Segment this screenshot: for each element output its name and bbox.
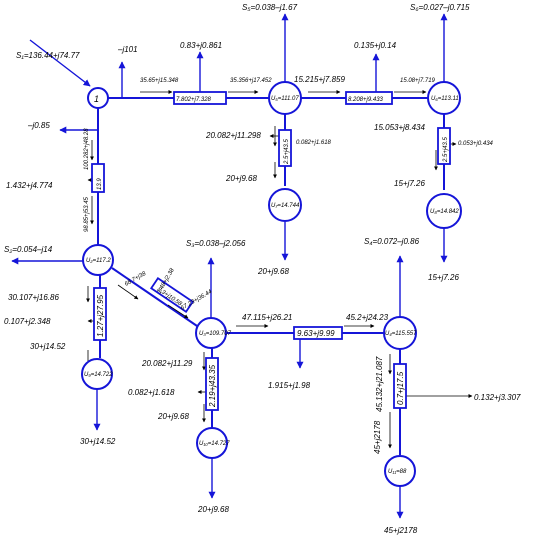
- s3-label: S₃=0.038–j2.056: [186, 239, 246, 248]
- flow-f29: 1.915+j1.98: [268, 381, 311, 390]
- flow-f17: 0.053+j0.434: [458, 141, 494, 147]
- flow-f37: 45+j2178: [384, 526, 418, 535]
- node-5: [268, 81, 302, 115]
- impedance-box-3-4: [293, 326, 343, 340]
- flow-f23: 30.107+j16.86: [8, 293, 59, 302]
- flow-f28: 45.2+j24.23: [346, 313, 389, 322]
- node-10-label: U₁₀=14.727: [199, 441, 230, 447]
- f22-arrow: [167, 304, 189, 319]
- node-11-label: U₁₁=88: [388, 469, 407, 475]
- node-3: [195, 317, 227, 349]
- flow-f25: 30+j14.52: [30, 342, 66, 351]
- s5-label: S₅=0.038–j1.67: [242, 3, 298, 12]
- flow-f24: 0.107+j2.348: [4, 317, 51, 326]
- s1-arrow: [29, 39, 91, 87]
- impedance-box-3-10: [205, 357, 219, 411]
- node-4: [383, 316, 417, 350]
- impedance-label-6-8: 2.5+j43.5: [443, 136, 449, 163]
- node-10: [196, 427, 228, 459]
- flow-f34: 45.132+j21.087: [375, 356, 384, 412]
- impedance-box-2-3: [149, 277, 195, 313]
- flow-f15: 20+j9.68: [257, 267, 289, 276]
- flow-f3: 35.65+j15.348: [140, 78, 179, 84]
- node-6: [427, 81, 461, 115]
- flow-f4: 35.356+j17.452: [230, 78, 272, 84]
- node-7: [268, 188, 302, 222]
- flow-f19: 15+j7.26: [428, 273, 459, 282]
- flow-f7: 15.08+j7.719: [400, 78, 436, 84]
- node-6-label: U₆=113.11: [431, 96, 459, 102]
- node-8: [426, 193, 462, 229]
- impedance-box-5-6: [345, 91, 393, 105]
- node-9: [81, 358, 113, 390]
- impedance-box-2-9: [93, 287, 107, 341]
- node-9-label: U₉=14.722: [84, 372, 113, 378]
- impedance-label-5-7: 2.5+j43.5: [284, 138, 290, 165]
- flow-f35: 0.132+j3.307: [474, 393, 521, 402]
- f20-arrow: [117, 284, 139, 300]
- impedance-box-1-5: [173, 91, 227, 105]
- flow-f18: 15+j7.26: [394, 179, 425, 188]
- impedance-label-4-11: 0.7+j17.5: [396, 371, 405, 405]
- node-7-label: U₇=14.744: [271, 203, 300, 209]
- impedance-box-5-7: [278, 129, 292, 167]
- flow-f33: 20+j9.68: [197, 505, 229, 514]
- node-8-label: U₈=14.842: [430, 209, 459, 215]
- flow-f2: 0.83+j0.861: [180, 41, 222, 50]
- impedance-box-6-8: [437, 127, 451, 165]
- impedance-label-3-10: 2.19+j43.35: [208, 364, 217, 408]
- node-1-label: 1: [94, 94, 99, 104]
- node-1: [87, 87, 109, 109]
- flow-f31: 0.082+j1.618: [128, 388, 175, 397]
- impedance-label-1-5: 7.802+j7.328: [176, 97, 212, 103]
- flow-f36: 45+j2178: [373, 420, 382, 454]
- s6-label: S₆=0.027–j0.715: [410, 3, 470, 12]
- flow-f26: 30+j14.52: [80, 437, 116, 446]
- flow-f10: 1.432+j4.774: [6, 181, 53, 190]
- impedance-box-4-11: [393, 363, 407, 409]
- impedance-label-3-4: 9.63+j9.99: [297, 329, 335, 338]
- impedance-box-1-2: [91, 163, 105, 193]
- flow-f30: 20.082+j11.29: [141, 359, 193, 368]
- flow-f9: 100.282+j48.28: [84, 128, 90, 170]
- flow-f32: 20+j9.68: [157, 412, 189, 421]
- node-2: [82, 244, 114, 276]
- flow-f27: 47.115+j26.21: [242, 313, 292, 322]
- impedance-label-2-9: 1.27+j27.95: [96, 294, 105, 337]
- s2-label: S₂=0.054–j14: [4, 245, 53, 254]
- node-5-label: U₅=111.07: [271, 96, 299, 102]
- node-11: [384, 455, 416, 487]
- flow-f13: 0.082+j1.618: [296, 140, 332, 146]
- flow-f1: –j101: [117, 45, 138, 54]
- impedance-label-1-2: 13.9: [97, 178, 103, 190]
- flow-f8: –j0.85: [27, 121, 50, 130]
- flow-f6: 0.135+j0.14: [354, 41, 397, 50]
- impedance-label-5-6: 8.208+j9.433: [348, 97, 384, 103]
- s1-label: S₁=136.44+j74.77: [16, 51, 80, 60]
- flow-f5: 15.215+j7.859: [294, 75, 345, 84]
- flow-f11: 98.85+j53.45: [84, 196, 90, 232]
- node-4-label: U₄=115.557: [385, 331, 417, 337]
- node-2-label: U₂=117.2: [86, 258, 111, 264]
- node-3-label: U₃=109.707: [199, 331, 232, 337]
- flow-f16: 15.053+j8.434: [374, 123, 425, 132]
- flow-f12: 20.082+j11.298: [205, 131, 261, 140]
- s4-label: S₄=0.072–j0.86: [364, 237, 420, 246]
- flow-f14: 20+j9.68: [225, 174, 257, 183]
